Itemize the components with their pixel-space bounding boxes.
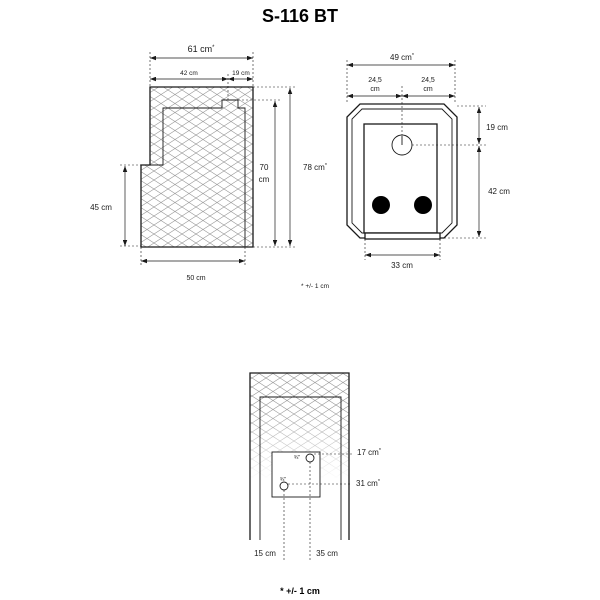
upper-tolerance-note: * +/- 1 cm xyxy=(301,283,329,290)
front-base-width-label: 33 cm xyxy=(391,261,413,270)
front-overall-width-label: 49 cm* xyxy=(390,53,415,62)
lower-tolerance-note: * +/- 1 cm xyxy=(280,586,320,596)
side-overall-height-label: 78 cm* xyxy=(303,163,328,172)
front-right-half-label-number: 24,5 xyxy=(421,77,435,84)
side-overall-width-label: 61 cm* xyxy=(188,44,216,54)
front-dial-offset-label: 19 cm xyxy=(486,123,508,132)
rear-inner-panel-outline xyxy=(259,396,342,540)
front-left-half-label-number: 24,5 xyxy=(368,77,382,84)
lower-pipe-height-value: 31 cm xyxy=(356,479,378,488)
side-overall-width-value: 61 cm xyxy=(188,44,213,54)
side-stone-height-label-number: 70 xyxy=(260,163,269,172)
pipe-outlet-right-icon xyxy=(414,196,432,214)
side-view-body xyxy=(140,86,254,248)
rear-body-outline xyxy=(249,372,350,540)
upper-pipe-offset-label: 35 cm xyxy=(316,549,338,558)
front-base-plate xyxy=(364,232,441,240)
side-stone-width-label: 42 cm xyxy=(180,70,198,77)
lower-pipe-size-label: ¾" xyxy=(280,477,287,483)
upper-pipe-connection-icon xyxy=(305,453,315,463)
side-base-depth-label: 50 cm xyxy=(186,275,205,282)
upper-pipe-height-mark: * xyxy=(379,448,382,454)
side-overall-height-mark: * xyxy=(325,163,328,169)
side-stone-height-label-unit: cm xyxy=(259,175,270,184)
front-overall-width-mark: * xyxy=(412,53,415,59)
pipe-outlet-left-icon xyxy=(372,196,390,214)
rear-view: ¾" ¾" 17 cm* 31 cm* 15 cm 35 cm xyxy=(249,372,382,562)
side-view-stone-chamber-outline xyxy=(150,99,246,247)
lower-pipe-height-mark: * xyxy=(378,479,381,485)
upper-pipe-size-label: ¾" xyxy=(294,455,301,461)
front-right-half-label-unit: cm xyxy=(423,86,433,93)
side-front-height-label: 45 cm xyxy=(90,203,112,212)
front-left-half-label-unit: cm xyxy=(370,86,380,93)
lower-pipe-offset-label: 15 cm xyxy=(254,549,276,558)
side-overall-height-value: 78 cm xyxy=(303,163,325,172)
side-rear-width-label: 19 cm xyxy=(232,70,250,77)
front-view: 49 cm* 24,5 cm 24,5 cm 19 cm 42 cm 33 cm xyxy=(346,53,510,270)
side-overall-width-mark: * xyxy=(212,45,215,51)
side-view: 61 cm* 42 cm 19 cm 45 cm 70 cm 78 cm* 50… xyxy=(90,44,328,282)
upper-pipe-height-value: 17 cm xyxy=(357,448,379,457)
drawing-title: S-116 BT xyxy=(262,6,338,26)
lower-pipe-height-label: 31 cm* xyxy=(356,479,381,488)
front-overall-width-value: 49 cm xyxy=(390,53,412,62)
lower-pipe-connection-icon xyxy=(279,481,289,491)
front-body-inner xyxy=(351,108,453,234)
front-door-height-label: 42 cm xyxy=(488,187,510,196)
upper-pipe-height-label: 17 cm* xyxy=(357,448,382,457)
